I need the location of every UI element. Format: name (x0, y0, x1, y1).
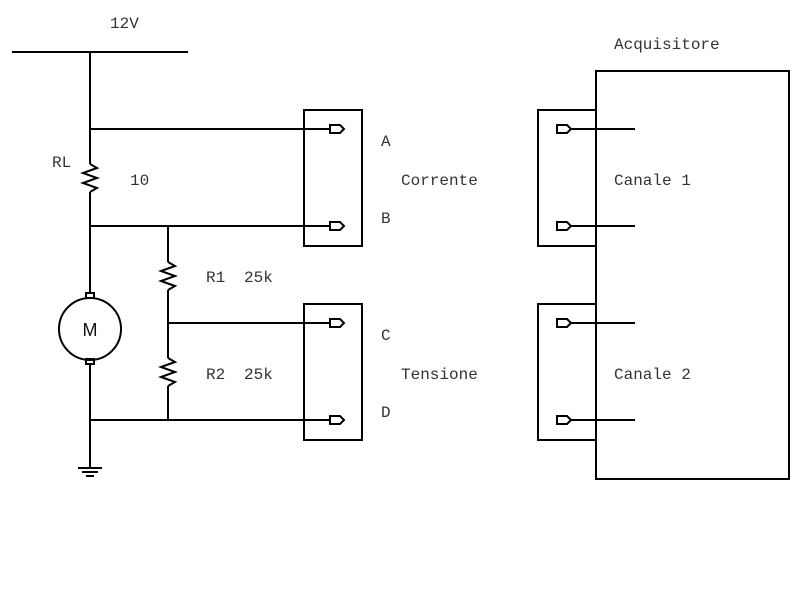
channel-2-label: Canale 2 (614, 366, 691, 384)
resistor-rl (80, 163, 100, 193)
pin-icon (329, 124, 346, 134)
pin-label-b: B (381, 210, 391, 228)
pin-icon (556, 124, 573, 134)
motor-terminal-bottom (85, 358, 95, 365)
resistor-r1 (158, 261, 178, 291)
supply-label: 12V (110, 15, 139, 33)
pin-icon (329, 318, 346, 328)
acquisitor-box (595, 70, 790, 480)
channel-1-connector (537, 109, 597, 247)
pin-icon (329, 415, 346, 425)
r1-value: 25k (244, 269, 273, 287)
connector-corrente (303, 109, 363, 247)
connector-tensione (303, 303, 363, 441)
pin-label-d: D (381, 404, 391, 422)
pin-icon (556, 415, 573, 425)
acquisitor-title: Acquisitore (614, 36, 720, 54)
group-label-tensione: Tensione (401, 366, 478, 384)
rl-name: RL (52, 154, 71, 172)
channel-1-label: Canale 1 (614, 172, 691, 190)
r2-name: R2 (206, 366, 225, 384)
group-label-corrente: Corrente (401, 172, 478, 190)
pin-icon (556, 318, 573, 328)
channel-2-connector (537, 303, 597, 441)
pin-icon (329, 221, 346, 231)
r2-value: 25k (244, 366, 273, 384)
pin-icon (556, 221, 573, 231)
resistor-r2 (158, 357, 178, 387)
rl-value: 10 (130, 172, 149, 190)
motor-label: M (83, 320, 98, 340)
ground-icon (78, 467, 102, 477)
r1-name: R1 (206, 269, 225, 287)
pin-label-a: A (381, 133, 391, 151)
pin-label-c: C (381, 327, 391, 345)
